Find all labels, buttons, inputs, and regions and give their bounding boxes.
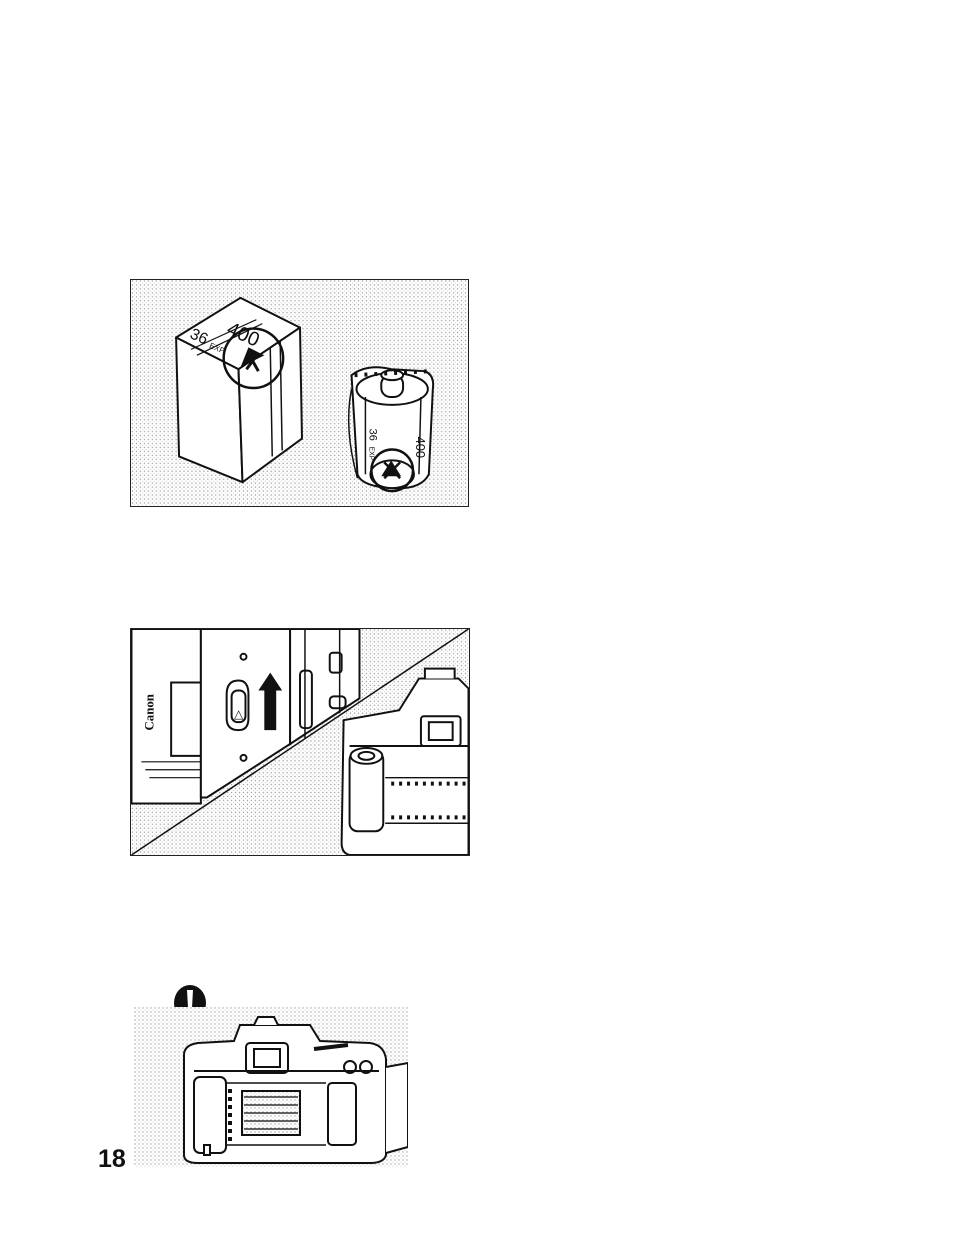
cartridge-exp-suffix: EXP: [367, 447, 374, 461]
switch-mark-label: △: [234, 707, 244, 721]
lens-brand-label: Canon: [142, 694, 156, 731]
camera-back-open-illustration: [134, 1007, 408, 1167]
page-number: 18: [98, 1144, 126, 1174]
film-dx-drawing: 400 36 EXP 400 36 EXP: [131, 280, 468, 506]
camera-rewind-illustration: Canon △: [130, 628, 470, 856]
cartridge-exposure-label: 36: [366, 429, 378, 441]
film-dx-illustration: 400 36 EXP 400 36 EXP: [130, 279, 469, 507]
camera-rewind-drawing: Canon △: [131, 629, 469, 855]
camera-back-drawing: [134, 1007, 408, 1167]
cartridge-speed-label: 400: [413, 437, 428, 458]
